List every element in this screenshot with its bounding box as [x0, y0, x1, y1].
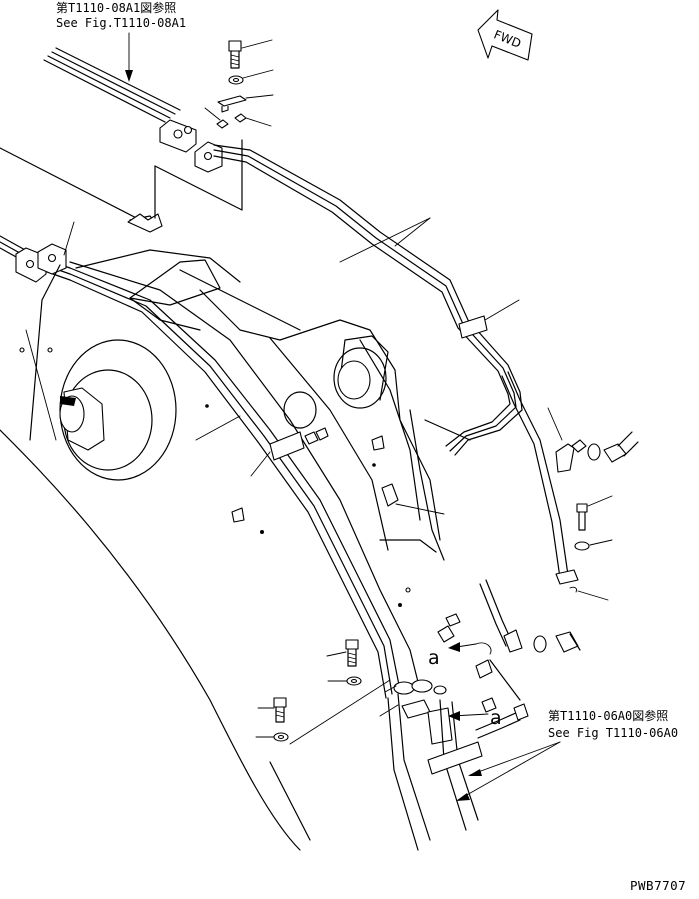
reference-top-jp: 第T1110-08A1図参照: [56, 0, 176, 15]
lower-block-fitting: [427, 707, 453, 745]
reference-right-jp: 第T1110-06A0図参照: [548, 708, 668, 723]
pipe-end-fitting: [555, 569, 579, 585]
right-vertical-pipe: [501, 371, 639, 601]
boom-bracket-top: [127, 213, 163, 233]
reference-top-en: See Fig.T1110-08A1: [56, 16, 186, 30]
detail-mark-a-lower: a: [448, 707, 502, 729]
lower-clamp-bar: [427, 741, 483, 775]
reference-right-en: See Fig T1110-06A0: [548, 726, 678, 740]
lower-bolts: [255, 639, 399, 745]
lower-fittings: [387, 579, 581, 851]
upper-pipe-run: [194, 141, 523, 456]
right-bolt-head: [603, 443, 627, 463]
detail-mark-a-2: a: [490, 707, 502, 729]
boom-foot-boss: [25, 329, 177, 481]
reference-right-leader-2: [457, 741, 561, 801]
mid-hose-clamps: [195, 415, 445, 515]
reference-right-arrowhead-1: [468, 769, 482, 776]
reference-top-arrowhead: [125, 70, 133, 82]
right-clamp: [555, 443, 575, 473]
pipe-clamp-mid: [458, 315, 488, 339]
detail-mark-a-upper: a: [428, 642, 492, 669]
upper-hose-bundle: [43, 47, 197, 153]
boom-body: [0, 139, 471, 851]
drawing-code: PWB7707: [630, 878, 686, 893]
detail-mark-a-1: a: [428, 647, 440, 669]
left-hose-bundle: [0, 221, 421, 699]
reference-right-arrowhead-2: [456, 793, 470, 801]
reference-right-leader-1: [469, 741, 561, 776]
forward-arrow-icon: FWD: [477, 9, 533, 61]
boom-pin-boss: [19, 347, 411, 607]
top-hardware: [204, 39, 274, 129]
reference-right: 第T1110-06A0図参照 See Fig T1110-06A0: [456, 708, 678, 801]
hose-clamp-mid: [269, 431, 305, 461]
reference-top: 第T1110-08A1図参照 See Fig.T1110-08A1: [56, 0, 186, 82]
bolt-head-icon: [228, 40, 242, 52]
clamp-plate-icon: [217, 95, 247, 113]
